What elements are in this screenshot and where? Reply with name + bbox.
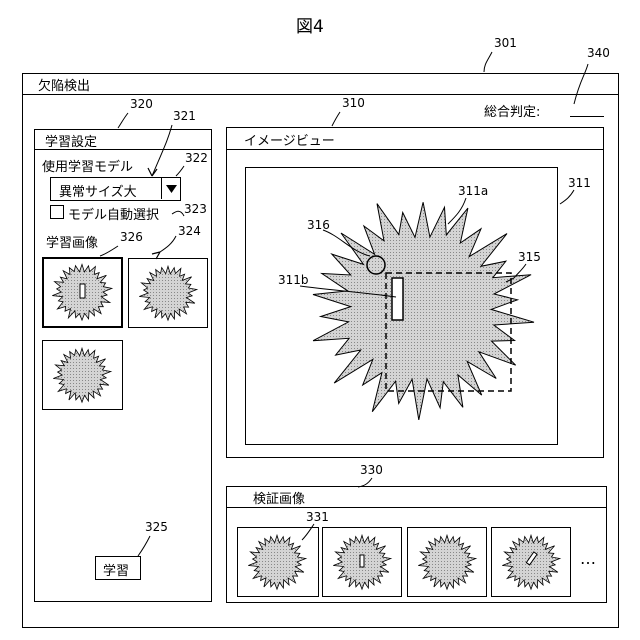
ref-325: 325 <box>145 520 168 534</box>
window-title-bar <box>22 73 619 95</box>
verification-image[interactable] <box>407 527 487 597</box>
verification-title: 検証画像 <box>253 488 305 507</box>
inspection-image[interactable] <box>245 167 558 445</box>
ref-311: 311 <box>568 176 591 190</box>
model-dropdown[interactable]: 異常サイズ大 <box>50 177 181 201</box>
train-button-label: 学習 <box>103 560 129 579</box>
window-title: 欠陥検出 <box>38 75 90 94</box>
ref-331: 331 <box>306 510 329 524</box>
ref-310: 310 <box>342 96 365 110</box>
defect-thumbnail-image <box>44 259 120 325</box>
ref-320: 320 <box>130 97 153 111</box>
defect-thumbnail-image <box>43 341 121 408</box>
ref-323: 323 <box>184 202 207 216</box>
overall-judgement-value <box>570 102 604 117</box>
learning-image-selected[interactable] <box>42 257 123 328</box>
defect-thumbnail-image <box>323 528 400 595</box>
verification-image[interactable] <box>237 527 319 597</box>
overall-judgement-label: 総合判定: <box>484 101 540 120</box>
learning-settings-title: 学習設定 <box>45 131 97 150</box>
more-images-indicator: … <box>580 549 596 568</box>
defect-thumbnail-image <box>238 528 317 595</box>
defect-thumbnail-image <box>492 528 569 595</box>
learning-images-label: 学習画像 <box>46 232 98 251</box>
ref-316: 316 <box>307 218 330 232</box>
ref-301: 301 <box>494 36 517 50</box>
ref-311a: 311a <box>458 184 488 198</box>
train-button[interactable]: 学習 <box>95 556 141 580</box>
learning-image[interactable] <box>128 258 208 328</box>
auto-select-label: モデル自動選択 <box>68 204 159 223</box>
ref-322: 322 <box>185 151 208 165</box>
defect-image <box>246 168 556 443</box>
ref-324: 324 <box>178 224 201 238</box>
defect-thumbnail-image <box>408 528 485 595</box>
model-label: 使用学習モデル <box>42 156 133 175</box>
verification-image[interactable] <box>322 527 402 597</box>
figure-label: 図4 <box>296 12 324 37</box>
verification-image[interactable] <box>491 527 571 597</box>
ref-330: 330 <box>360 463 383 477</box>
model-dropdown-value: 異常サイズ大 <box>59 181 137 200</box>
chevron-down-icon[interactable] <box>161 178 180 199</box>
ref-311b: 311b <box>278 273 309 287</box>
learning-image[interactable] <box>42 340 123 410</box>
auto-select-checkbox[interactable] <box>50 205 64 219</box>
ref-321: 321 <box>173 109 196 123</box>
ref-315: 315 <box>518 250 541 264</box>
defect-marker <box>392 278 403 320</box>
image-view-title: イメージビュー <box>244 130 335 149</box>
ref-326: 326 <box>120 230 143 244</box>
ref-340: 340 <box>587 46 610 60</box>
defect-thumbnail-image <box>129 259 206 326</box>
